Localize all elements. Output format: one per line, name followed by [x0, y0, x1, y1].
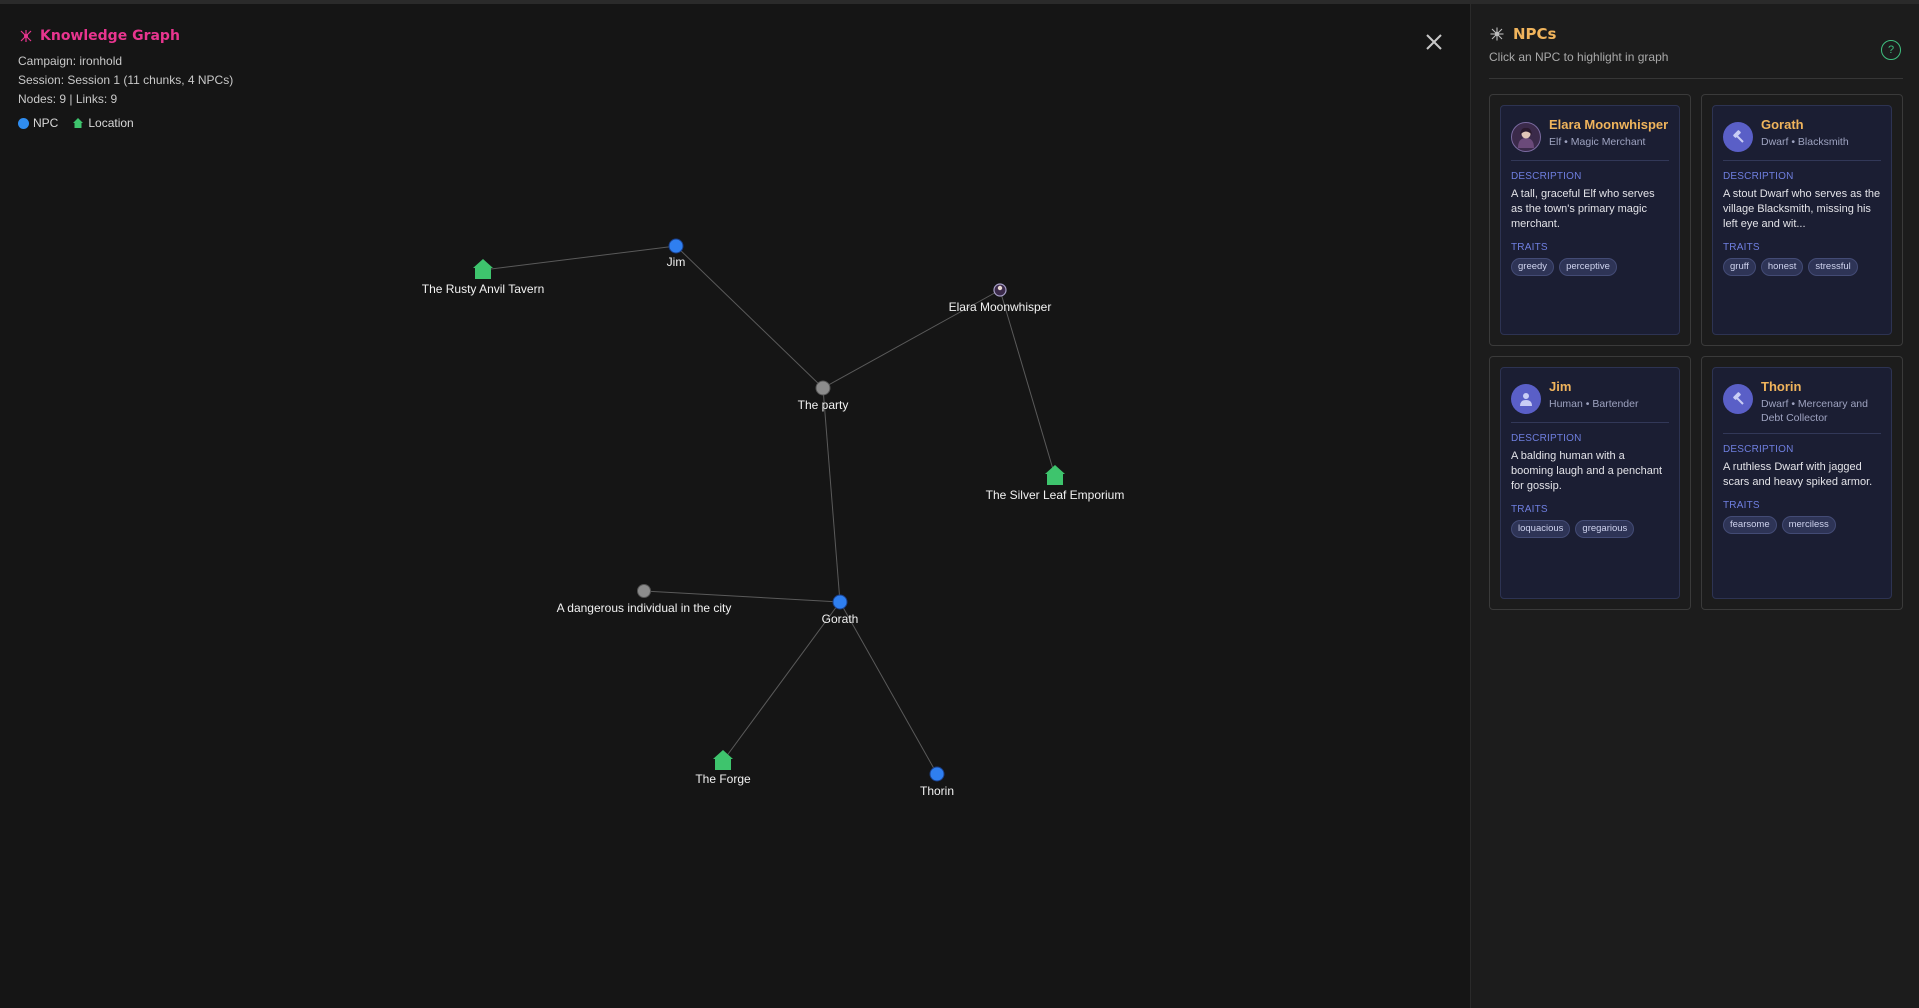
npc-dot-icon	[18, 117, 29, 129]
legend-npc-label: NPC	[33, 116, 59, 130]
traits-label: TRAITS	[1511, 504, 1548, 515]
node-elara-moonwhisper[interactable]: Elara Moonwhisper	[949, 283, 1052, 314]
trait-list: fearsome merciless	[1723, 516, 1881, 534]
trait-chip: loquacious	[1511, 520, 1571, 538]
sidebar-divider	[1489, 78, 1903, 79]
npc-description: A tall, graceful Elf who serves as the t…	[1511, 188, 1655, 230]
link-danger-gorath	[643, 590, 841, 603]
legend-location-label: Location	[88, 116, 134, 130]
npc-name: Gorath	[1761, 117, 1804, 132]
hammer-icon	[1723, 384, 1753, 414]
session-text: Session: Session 1 (11 chunks, 4 NPCs)	[18, 73, 234, 87]
description-label: DESCRIPTION	[1511, 433, 1582, 444]
traits-label: TRAITS	[1723, 242, 1760, 253]
location-house-icon	[713, 750, 733, 770]
location-house-icon	[73, 118, 84, 128]
node-the-forge[interactable]: The Forge	[695, 750, 751, 786]
trait-list: greedy perceptive	[1511, 258, 1669, 276]
npc-race-role: Human • Bartender	[1549, 398, 1639, 410]
trait-chip: perceptive	[1559, 258, 1617, 276]
knowledge-graph-panel: Jim The Rusty Anvil Tavern Elara Moonwhi…	[0, 4, 1470, 1008]
node-dangerous-individual[interactable]: A dangerous individual in the city	[557, 584, 732, 616]
description-label: DESCRIPTION	[1511, 171, 1582, 182]
elf-portrait-icon	[1511, 122, 1541, 152]
legend-location: Location	[72, 116, 134, 130]
npc-description: A stout Dwarf who serves as the village …	[1723, 188, 1881, 230]
hammer-icon	[1723, 122, 1753, 152]
person-icon	[1511, 384, 1541, 414]
graph-legend: NPC Location	[18, 116, 233, 130]
sidebar-header: NPCs Click an NPC to highlight in graph	[1489, 22, 1903, 64]
node-silver-leaf-emporium[interactable]: The Silver Leaf Emporium	[986, 465, 1125, 502]
npc-card-grid: Elara Moonwhisper Elf • Magic Merchant D…	[1489, 94, 1903, 610]
trait-chip: stressful	[1808, 258, 1858, 276]
npc-name: Elara Moonwhisper	[1549, 117, 1669, 132]
sidebar-title: NPCs	[1513, 25, 1557, 43]
link-party-gorath	[822, 387, 841, 603]
graph-title: Knowledge Graph	[40, 28, 180, 44]
node-label: Thorin	[920, 784, 954, 798]
node-label: Elara Moonwhisper	[949, 300, 1052, 314]
traits-label: TRAITS	[1511, 242, 1548, 253]
npc-description: A ruthless Dwarf with jagged scars and h…	[1723, 461, 1873, 488]
npc-name: Jim	[1549, 379, 1572, 394]
knowledge-graph-icon	[20, 30, 32, 42]
description-label: DESCRIPTION	[1723, 444, 1794, 455]
node-label: Jim	[667, 255, 686, 269]
help-button[interactable]: ?	[1881, 40, 1901, 60]
node-thorin[interactable]: Thorin	[920, 766, 954, 798]
node-label: Gorath	[822, 612, 859, 626]
node-label: The Rusty Anvil Tavern	[422, 282, 545, 296]
npc-race-role: Elf • Magic Merchant	[1549, 136, 1646, 148]
node-the-party[interactable]: The party	[798, 380, 849, 412]
link-elara-silver	[999, 289, 1056, 477]
node-label: The Forge	[695, 772, 751, 786]
npc-card-thorin[interactable]: Thorin Dwarf • Mercenary and Debt Collec…	[1701, 356, 1903, 610]
location-house-icon	[473, 259, 493, 279]
top-border	[0, 0, 1919, 4]
trait-chip: fearsome	[1723, 516, 1777, 534]
trait-chip: gregarious	[1575, 520, 1635, 538]
legend-npc: NPC	[18, 116, 58, 130]
trait-list: gruff honest stressful	[1723, 258, 1881, 276]
link-gorath-thorin	[839, 601, 938, 775]
trait-chip: gruff	[1723, 258, 1756, 276]
trait-chip: merciless	[1781, 516, 1836, 534]
close-button[interactable]	[1420, 28, 1448, 56]
node-rusty-anvil-tavern[interactable]: The Rusty Anvil Tavern	[422, 259, 545, 296]
help-icon: ?	[1887, 44, 1895, 56]
npc-name: Thorin	[1761, 379, 1802, 394]
link-rusty-jim	[482, 245, 677, 271]
npc-sidebar: NPCs Click an NPC to highlight in graph …	[1470, 4, 1919, 1008]
node-label: The party	[798, 398, 849, 412]
location-house-icon	[1045, 465, 1065, 485]
traits-label: TRAITS	[1723, 500, 1760, 511]
npc-description: A balding human with a booming laugh and…	[1511, 450, 1663, 492]
trait-chip: greedy	[1511, 258, 1555, 276]
npc-card-elara[interactable]: Elara Moonwhisper Elf • Magic Merchant D…	[1489, 94, 1691, 346]
trait-chip: honest	[1760, 258, 1804, 276]
npc-card-jim[interactable]: Jim Human • Bartender DESCRIPTION A bald…	[1489, 356, 1691, 610]
node-label: The Silver Leaf Emporium	[986, 488, 1125, 502]
link-jim-party	[675, 245, 824, 389]
graph-info: Knowledge Graph Campaign: ironhold Sessi…	[18, 24, 233, 130]
description-label: DESCRIPTION	[1723, 171, 1794, 182]
graph-counts: Nodes: 9 | Links: 9	[18, 92, 118, 106]
link-party-elara	[822, 289, 1001, 389]
close-icon	[1426, 34, 1442, 50]
link-gorath-forge	[722, 601, 841, 762]
node-jim[interactable]: Jim	[667, 238, 686, 269]
npc-race-role: Dwarf • Mercenary and Debt Collector	[1761, 398, 1868, 424]
npc-card-gorath[interactable]: Gorath Dwarf • Blacksmith DESCRIPTION A …	[1701, 94, 1903, 346]
graph-canvas[interactable]: Jim The Rusty Anvil Tavern Elara Moonwhi…	[0, 0, 1470, 1008]
trait-list: loquacious gregarious	[1511, 520, 1669, 538]
sidebar-subtitle: Click an NPC to highlight in graph	[1489, 50, 1669, 64]
node-label: A dangerous individual in the city	[557, 601, 732, 615]
npc-network-icon	[1490, 27, 1504, 41]
npc-race-role: Dwarf • Blacksmith	[1761, 136, 1849, 148]
node-gorath[interactable]: Gorath	[822, 594, 859, 626]
graph-links	[482, 245, 1056, 775]
campaign-text: Campaign: ironhold	[18, 54, 123, 68]
